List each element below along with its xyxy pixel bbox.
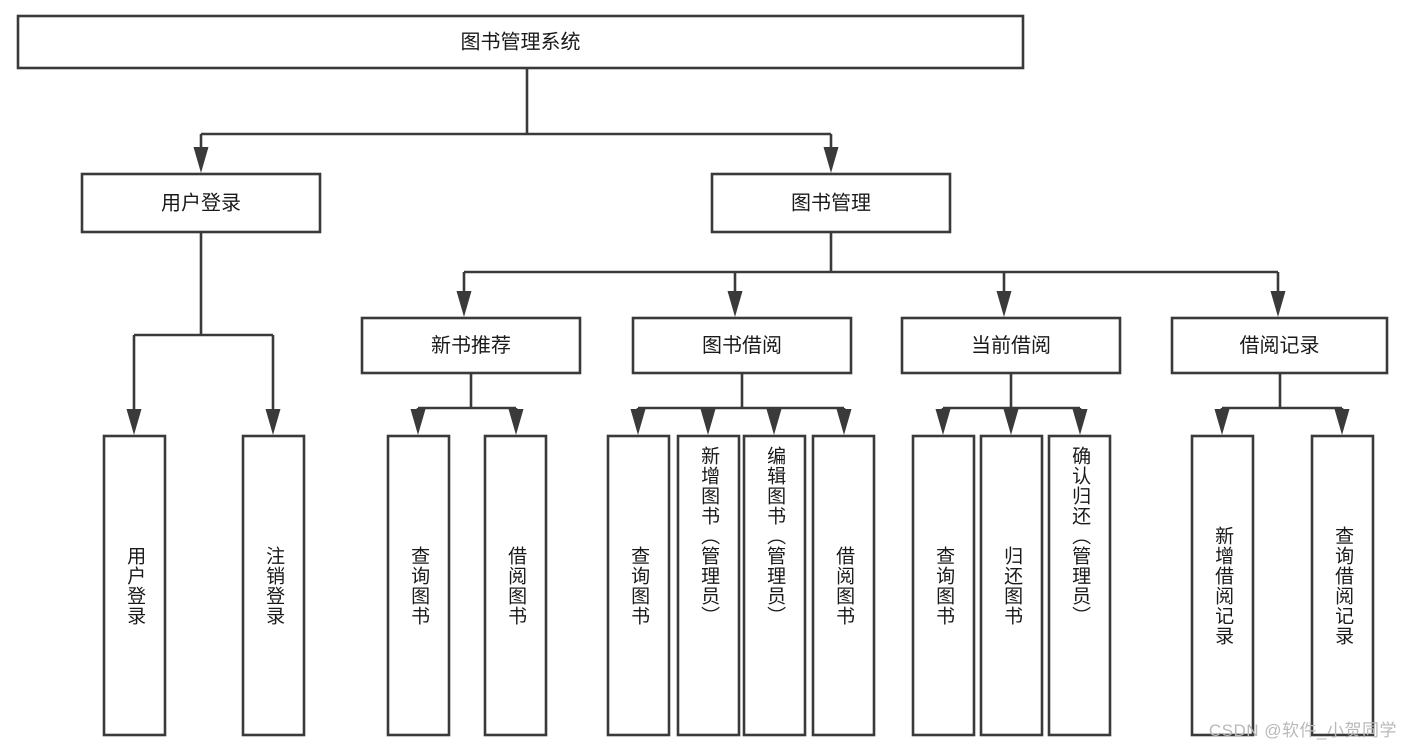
leaf-node-box[interactable] xyxy=(676,434,741,737)
leaf-node-box[interactable] xyxy=(742,434,807,737)
level3-node-label: 当前借阅 xyxy=(971,334,1051,357)
arrow-head-icon xyxy=(1270,291,1286,317)
arrow-head-icon xyxy=(836,409,852,435)
connectors-layer xyxy=(126,68,1350,435)
leaf-node-box[interactable] xyxy=(483,434,548,737)
arrow-head-icon xyxy=(126,409,142,435)
arrow-head-icon xyxy=(508,409,524,435)
arrow-head-icon xyxy=(193,147,209,173)
leaf-node-box[interactable] xyxy=(241,434,306,737)
root-node-label: 图书管理系统 xyxy=(461,30,581,53)
boxes-layer xyxy=(16,14,1389,737)
level3-node-label: 图书借阅 xyxy=(702,334,782,357)
leaf-node-box[interactable] xyxy=(606,434,671,737)
arrow-head-icon xyxy=(700,409,716,435)
watermark-text: CSDN @软件_小贺同学 xyxy=(1208,721,1397,740)
level3-node-box[interactable] xyxy=(631,316,853,375)
arrow-head-icon xyxy=(823,147,839,173)
leaf-node-box[interactable] xyxy=(1047,434,1112,737)
leaf-node-box[interactable] xyxy=(1310,434,1375,737)
level3-node-box[interactable] xyxy=(360,316,582,375)
level3-node-label: 新书推荐 xyxy=(431,334,511,357)
leaf-node-box[interactable] xyxy=(811,434,876,737)
connector-user-login-to-leaves xyxy=(126,232,281,435)
leaf-node-box[interactable] xyxy=(386,434,451,737)
connector-root-to-level2 xyxy=(193,68,839,173)
level2-node-box[interactable] xyxy=(710,172,952,234)
leaf-node-box[interactable] xyxy=(911,434,976,737)
connector-new-book-to-leaves xyxy=(410,373,524,435)
level3-node-label: 借阅记录 xyxy=(1240,334,1320,357)
level2-node-box[interactable] xyxy=(80,172,322,234)
arrow-head-icon xyxy=(456,291,472,317)
arrow-head-icon xyxy=(1214,409,1230,435)
connector-records-to-leaves xyxy=(1214,373,1350,435)
arrow-head-icon xyxy=(410,409,426,435)
leaf-node-box[interactable] xyxy=(979,434,1044,737)
level2-node-label: 图书管理 xyxy=(791,191,871,214)
level2-node-label: 用户登录 xyxy=(161,191,241,214)
leaf-node-box[interactable] xyxy=(102,434,167,737)
arrow-head-icon xyxy=(1003,409,1019,435)
arrow-head-icon xyxy=(1072,409,1088,435)
arrow-head-icon xyxy=(935,409,951,435)
connector-book-manage-to-level3 xyxy=(456,232,1286,317)
arrow-head-icon xyxy=(996,291,1012,317)
arrow-head-icon xyxy=(727,291,743,317)
connector-borrow-to-leaves xyxy=(630,373,852,435)
arrow-head-icon xyxy=(630,409,646,435)
leaf-node-box[interactable] xyxy=(1190,434,1255,737)
arrow-head-icon xyxy=(265,409,281,435)
connector-current-borrow-to-leaves xyxy=(935,373,1088,435)
level3-node-box[interactable] xyxy=(900,316,1122,375)
root-node-box[interactable] xyxy=(16,14,1025,70)
arrow-head-icon xyxy=(1334,409,1350,435)
arrow-head-icon xyxy=(766,409,782,435)
level3-node-box[interactable] xyxy=(1170,316,1389,375)
